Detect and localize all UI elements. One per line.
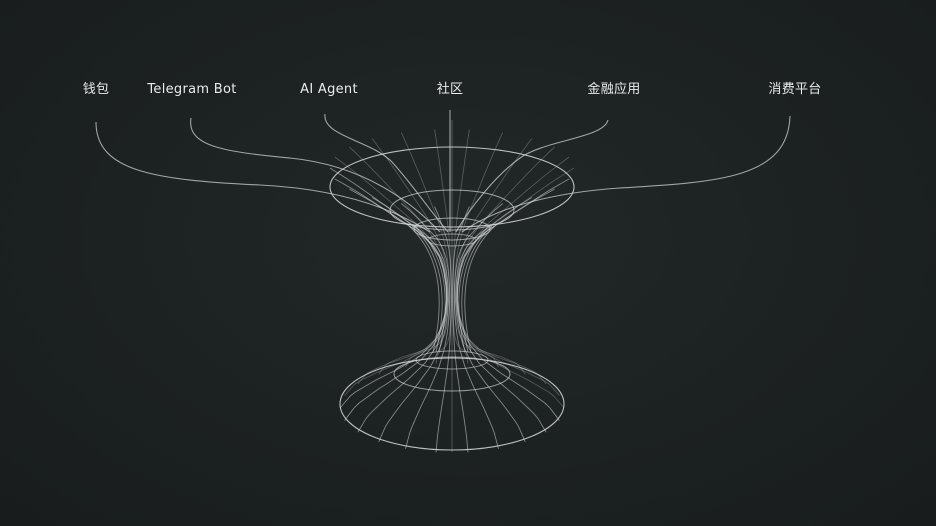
funnel-meridian-21 (456, 156, 570, 396)
funnel-meridian-16 (434, 129, 452, 364)
funnel-meridian-4 (453, 203, 503, 449)
funnel-meridian-6 (434, 206, 452, 453)
label-community: 社区 (436, 82, 464, 97)
funnel-meridian-20 (456, 146, 555, 385)
wormhole-funnel (329, 120, 575, 453)
funnel-ring-5 (393, 356, 511, 392)
funnel-meridian-1 (456, 178, 570, 421)
funnel-meridian-7 (401, 203, 451, 449)
throat-line-right-1 (461, 225, 493, 353)
connector-line-4 (455, 119, 609, 233)
connector-lines (95, 110, 791, 233)
funnel-meridian-5 (452, 206, 470, 453)
connector-line-5 (461, 115, 791, 233)
throat-line-right-2 (464, 225, 496, 353)
throat-line-right-0 (458, 225, 490, 353)
funnel-meridian-3 (455, 197, 533, 443)
throat-line-left-1 (411, 225, 443, 353)
label-telegram-bot: Telegram Bot (147, 82, 237, 97)
label-wallet: 钱包 (82, 82, 110, 97)
funnel-ring-1 (389, 189, 515, 231)
funnel-meridian-2 (456, 188, 555, 433)
funnel-ring-6 (339, 357, 565, 451)
label-ai-agent: AI Agent (300, 82, 358, 97)
funnel-meridian-9 (349, 188, 448, 433)
funnel-meridian-10 (334, 178, 448, 421)
funnel-meridian-15 (400, 132, 451, 368)
funnel-ring-0 (329, 146, 575, 228)
funnel-meridian-17 (452, 129, 470, 364)
funnel-meridian-8 (371, 197, 449, 443)
throat-line-left-2 (414, 225, 446, 353)
throat-line-left-0 (408, 225, 440, 353)
funnel-meridian-12 (334, 156, 448, 396)
connector-line-2 (324, 113, 449, 233)
connector-line-1 (190, 117, 441, 233)
funnel-meridian-14 (371, 138, 449, 375)
funnel-meridian-19 (455, 138, 533, 375)
funnel-meridian-18 (453, 132, 504, 368)
funnel-meridian-11 (329, 167, 447, 409)
label-consumer-platforms: 消费平台 (768, 82, 822, 97)
label-finance-apps: 金融应用 (587, 82, 641, 97)
connector-line-0 (95, 121, 431, 233)
